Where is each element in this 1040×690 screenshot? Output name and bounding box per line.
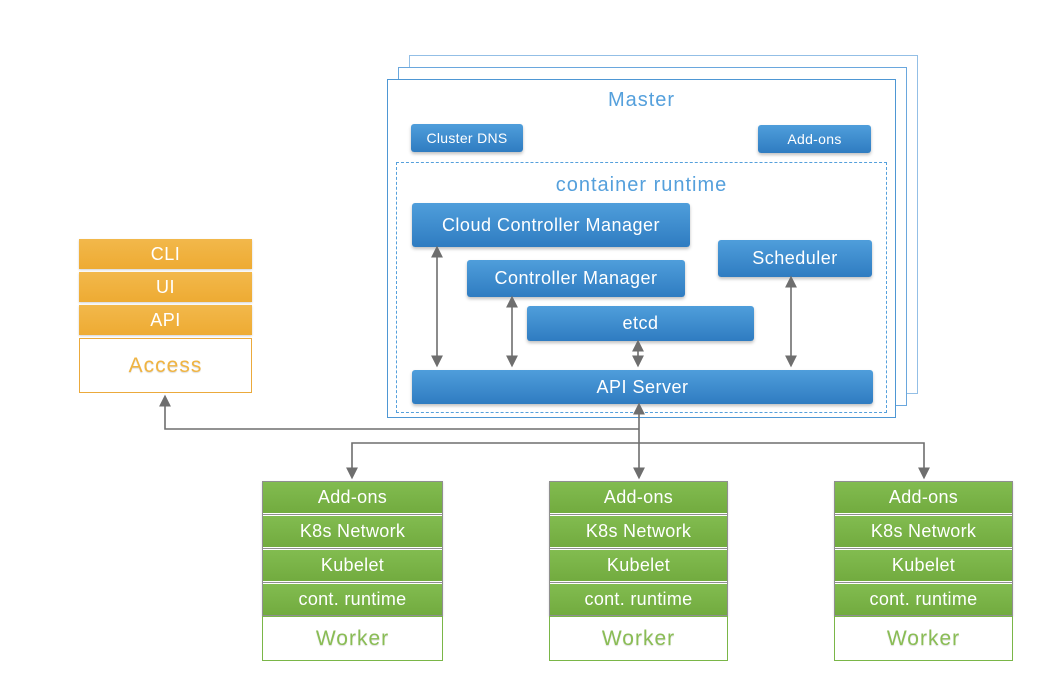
worker-row: Kubelet: [835, 550, 1012, 581]
worker-row: Kubelet: [263, 550, 442, 581]
container-runtime-region: container runtime Cloud Controller Manag…: [396, 162, 887, 413]
access-stack: CLI UI API Access: [79, 239, 252, 393]
worker-row: Add-ons: [550, 482, 727, 513]
worker-label-box: Worker: [834, 616, 1013, 661]
access-item-ui: UI: [79, 272, 252, 302]
row-divider: [263, 582, 442, 583]
etcd-box: etcd: [527, 306, 754, 341]
access-item-cli: CLI: [79, 239, 252, 269]
worker-row: K8s Network: [835, 516, 1012, 547]
worker-label-box: Worker: [549, 616, 728, 661]
worker-row: K8s Network: [263, 516, 442, 547]
row-divider: [550, 514, 727, 515]
master-panel: Master Cluster DNS Add-ons container run…: [387, 79, 896, 418]
cloud-controller-manager-box: Cloud Controller Manager: [412, 203, 690, 247]
worker-row: cont. runtime: [550, 584, 727, 615]
row-divider: [550, 548, 727, 549]
row-divider: [835, 548, 1012, 549]
row-divider: [835, 582, 1012, 583]
api-server-box: API Server: [412, 370, 873, 404]
worker-row: Kubelet: [550, 550, 727, 581]
worker-row: K8s Network: [550, 516, 727, 547]
worker-row: Add-ons: [835, 482, 1012, 513]
worker-node-1: Add-ons K8s Network Kubelet cont. runtim…: [262, 481, 443, 661]
worker-label-box: Worker: [262, 616, 443, 661]
cluster-dns-badge: Cluster DNS: [411, 124, 523, 152]
master-title: Master: [607, 89, 676, 111]
worker-node-1-rows: Add-ons K8s Network Kubelet cont. runtim…: [262, 481, 443, 616]
access-label-box: Access: [79, 338, 252, 393]
controller-manager-box: Controller Manager: [467, 260, 685, 297]
addons-badge: Add-ons: [758, 125, 871, 153]
arrow-apiserver-workers-1-3: [346, 442, 930, 480]
container-runtime-title: container runtime: [555, 174, 728, 196]
worker-node-3: Add-ons K8s Network Kubelet cont. runtim…: [834, 481, 1013, 661]
access-item-api: API: [79, 305, 252, 335]
row-divider: [263, 548, 442, 549]
scheduler-box: Scheduler: [718, 240, 872, 277]
row-divider: [263, 514, 442, 515]
worker-node-2-rows: Add-ons K8s Network Kubelet cont. runtim…: [549, 481, 728, 616]
row-divider: [550, 582, 727, 583]
worker-row: cont. runtime: [263, 584, 442, 615]
worker-row: Add-ons: [263, 482, 442, 513]
worker-node-3-rows: Add-ons K8s Network Kubelet cont. runtim…: [834, 481, 1013, 616]
worker-row: cont. runtime: [835, 584, 1012, 615]
worker-node-2: Add-ons K8s Network Kubelet cont. runtim…: [549, 481, 728, 661]
row-divider: [835, 514, 1012, 515]
